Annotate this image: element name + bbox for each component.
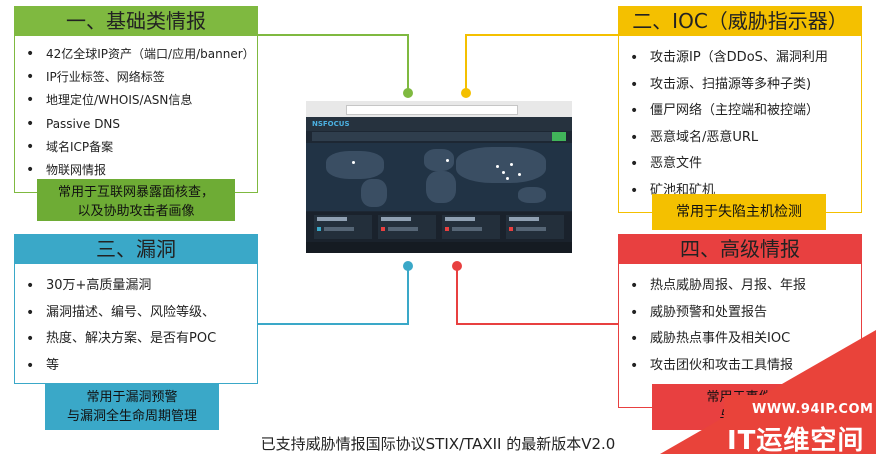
- usage-line: 常用于失陷主机检测: [676, 204, 802, 220]
- attack-marker: [510, 163, 513, 166]
- connector-dot-vuln: [403, 261, 413, 271]
- list-item-continuation: 等: [15, 353, 257, 380]
- event-card: [378, 215, 436, 239]
- list-item: IP行业标签、网络标签: [15, 66, 257, 89]
- usage-line: 以及协助攻击者画像: [77, 204, 195, 219]
- nsfocus-logo: NSFOCUS: [312, 120, 350, 128]
- watermark-url: WWW.94IP.COM: [752, 402, 874, 417]
- watermark-logo-text: IT运维空间: [727, 426, 865, 456]
- panel-title-basic: 一、基础类情报: [14, 6, 258, 36]
- event-card: [442, 215, 500, 239]
- list-item: 攻击源IP（含DDoS、漏洞利用: [619, 45, 861, 72]
- screenshot-footer: [306, 242, 572, 253]
- list-item-continuation: 热度、解决方案、是否有POC: [15, 326, 257, 353]
- map-landmass: [424, 149, 454, 171]
- browser-toolbar: [306, 101, 572, 117]
- list-item: 物联网情报: [15, 159, 257, 182]
- map-landmass: [518, 187, 546, 203]
- usage-box-basic: 常用于互联网暴露面核查， 以及协助攻击者画像: [37, 179, 235, 221]
- panel-basic-intel: 一、基础类情报 42亿全球IP资产（端口/应用/banner） IP行业标签、网…: [14, 6, 258, 193]
- attack-marker: [506, 177, 509, 180]
- map-landmass: [426, 171, 456, 203]
- connector-dot-ioc: [461, 88, 471, 98]
- connector-line-vuln: [258, 323, 409, 325]
- attack-marker: [502, 171, 505, 174]
- connector-line-ioc-vertical: [465, 34, 467, 92]
- event-card: [506, 215, 564, 239]
- connector-line-advanced: [456, 323, 618, 325]
- list-item: 42亿全球IP资产（端口/应用/banner）: [15, 43, 257, 66]
- search-bar: [312, 132, 566, 141]
- list-item-continuation: 攻击源、扫描源等多种子类): [619, 72, 861, 99]
- panel-advanced-intel: 四、高级情报 热点威胁周报、月报、年报 威胁预警和处置报告 威胁热点事件及相关I…: [618, 234, 862, 408]
- connector-dot-basic: [403, 88, 413, 98]
- search-button: [552, 132, 566, 141]
- list-item: Passive DNS: [15, 113, 257, 136]
- list-item: 矿池和矿机: [619, 178, 861, 205]
- list-item: 热点威胁周报、月报、年报: [619, 273, 861, 300]
- attack-marker: [518, 173, 521, 176]
- list-item: 僵尸网络（主控端和被控端）: [619, 98, 861, 125]
- usage-line: 与漏洞全生命周期管理: [66, 409, 197, 424]
- usage-line: 常用于漏洞预警: [86, 390, 178, 405]
- attack-marker: [496, 165, 499, 168]
- list-item: 地理定位/WHOIS/ASN信息: [15, 89, 257, 112]
- list-item: 30万+高质量漏洞: [15, 273, 257, 300]
- product-screenshot: NSFOCUS: [306, 101, 572, 253]
- list-item: 恶意文件: [619, 151, 861, 178]
- connector-dot-advanced: [452, 261, 462, 271]
- app-navbar: NSFOCUS: [306, 117, 572, 131]
- panel-title-advanced: 四、高级情报: [618, 234, 862, 264]
- list-item: 漏洞描述、编号、风险等级、: [15, 300, 257, 327]
- world-map: [306, 143, 572, 211]
- list-item: 威胁预警和处置报告: [619, 300, 861, 327]
- event-cards: [306, 212, 572, 242]
- map-landmass: [361, 179, 387, 207]
- map-landmass: [456, 147, 546, 183]
- panel-ioc: 二、IOC（威胁指示器） 攻击源IP（含DDoS、漏洞利用 攻击源、扫描源等多种…: [618, 6, 862, 213]
- watermark-band: [724, 395, 876, 454]
- address-bar: [346, 105, 518, 115]
- usage-box-vuln: 常用于漏洞预警 与漏洞全生命周期管理: [45, 384, 219, 430]
- panel-title-ioc: 二、IOC（威胁指示器）: [618, 6, 862, 36]
- connector-line-basic: [258, 34, 408, 36]
- panel-title-vuln: 三、漏洞: [14, 234, 258, 264]
- connector-line-ioc: [465, 34, 618, 36]
- attack-marker: [352, 161, 355, 164]
- item-list-ioc: 攻击源IP（含DDoS、漏洞利用 攻击源、扫描源等多种子类) 僵尸网络（主控端和…: [619, 45, 861, 204]
- item-list-vuln: 30万+高质量漏洞 漏洞描述、编号、风险等级、 热度、解决方案、是否有POC 等: [15, 273, 257, 379]
- usage-box-ioc: 常用于失陷主机检测: [652, 194, 826, 230]
- event-card: [314, 215, 372, 239]
- connector-line-basic-vertical: [407, 34, 409, 92]
- map-landmass: [326, 151, 384, 179]
- list-item: 恶意域名/恶意URL: [619, 125, 861, 152]
- list-item: 域名ICP备案: [15, 136, 257, 159]
- connector-line-advanced-vertical: [456, 265, 458, 325]
- item-list-basic: 42亿全球IP资产（端口/应用/banner） IP行业标签、网络标签 地理定位…: [15, 43, 257, 182]
- caption-text: 已支持威胁情报国际协议STIX/TAXII 的最新版本V2.0: [260, 435, 616, 453]
- connector-line-vuln-vertical: [407, 265, 409, 325]
- usage-line: 常用于互联网暴露面核查，: [57, 185, 214, 200]
- attack-marker: [446, 159, 449, 162]
- panel-vulnerability: 三、漏洞 30万+高质量漏洞 漏洞描述、编号、风险等级、 热度、解决方案、是否有…: [14, 234, 258, 384]
